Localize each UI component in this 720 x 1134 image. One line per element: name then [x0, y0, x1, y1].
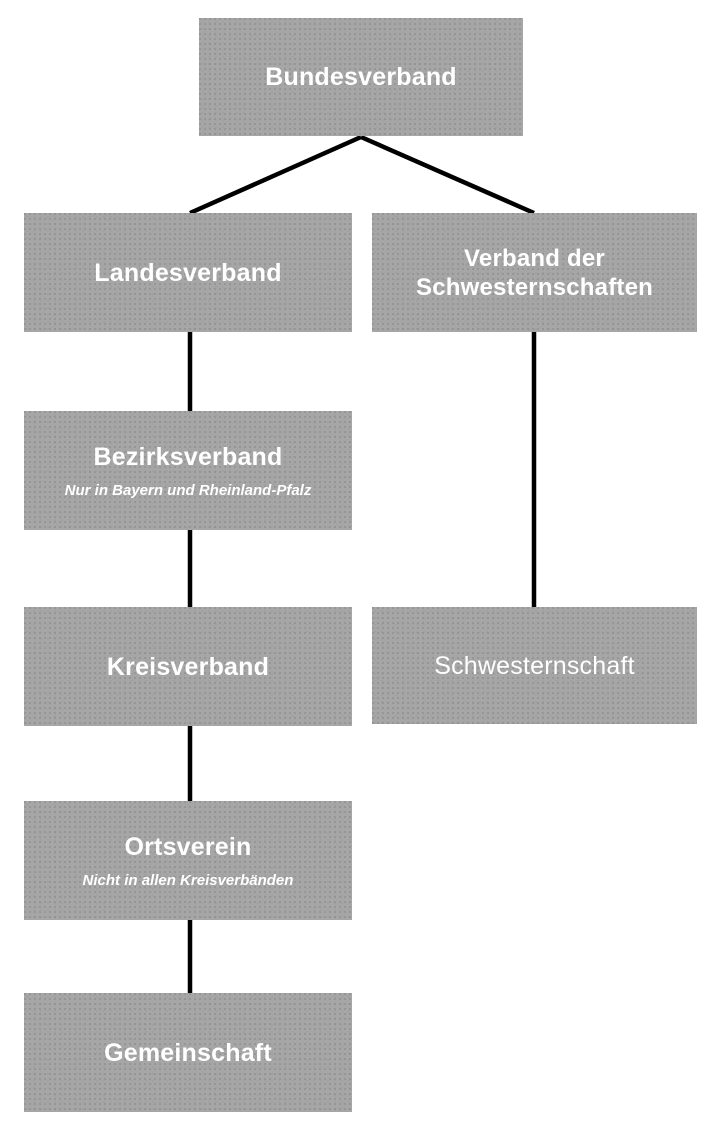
node-bezirksverband-label: Bezirksverband — [93, 442, 283, 471]
node-bezirksverband-subtitle: Nur in Bayern und Rheinland-Pfalz — [64, 481, 312, 499]
edge-bundesverband-landesverband — [189, 134, 362, 216]
node-landesverband-label: Landesverband — [94, 258, 282, 287]
node-bundesverband[interactable]: Bundesverband — [199, 18, 523, 136]
node-kreisverband[interactable]: Kreisverband — [24, 607, 352, 726]
node-ortsverein-label: Ortsverein — [124, 832, 252, 861]
node-bundesverband-label: Bundesverband — [265, 63, 457, 91]
node-verband-der-schwesternschaften-label: Verband der Schwesternschaften — [415, 244, 653, 301]
node-ortsverein[interactable]: Ortsverein Nicht in allen Kreisverbänden — [24, 801, 352, 920]
node-schwesternschaft-label: Schwesternschaft — [434, 651, 635, 680]
node-gemeinschaft[interactable]: Gemeinschaft — [24, 993, 352, 1112]
edge-bundesverband-verband-der-schwesternschaften — [360, 134, 535, 216]
node-kreisverband-label: Kreisverband — [106, 652, 270, 681]
node-gemeinschaft-label: Gemeinschaft — [104, 1038, 272, 1067]
node-landesverband[interactable]: Landesverband — [24, 213, 352, 332]
node-ortsverein-subtitle: Nicht in allen Kreisverbänden — [82, 871, 294, 889]
node-schwesternschaft[interactable]: Schwesternschaft — [372, 607, 697, 724]
node-bezirksverband[interactable]: Bezirksverband Nur in Bayern und Rheinla… — [24, 411, 352, 530]
node-verband-der-schwesternschaften[interactable]: Verband der Schwesternschaften — [372, 213, 697, 332]
